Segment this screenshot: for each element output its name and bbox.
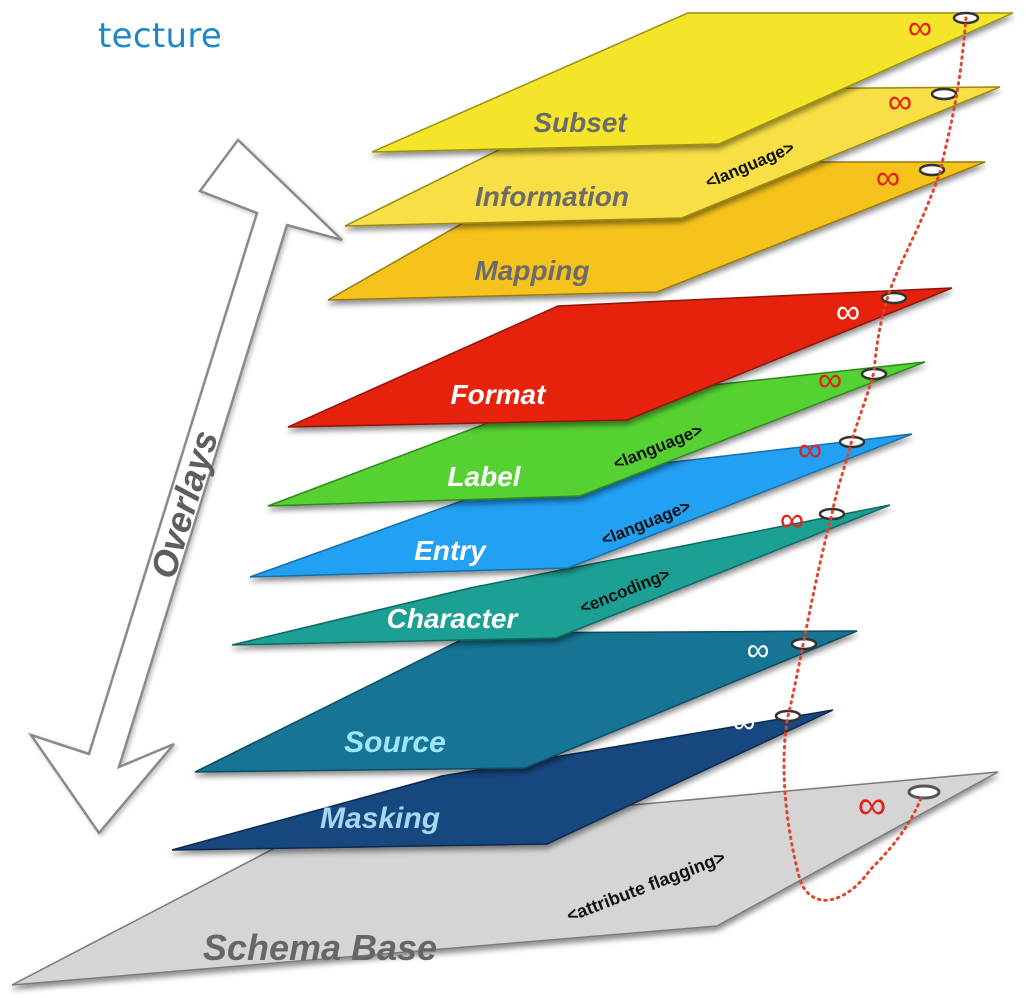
layer-mapping: Mapping ∞ — [327, 159, 986, 301]
layer-schema-base: Schema Base <attribute flagging> ∞ — [11, 771, 999, 986]
infinity-icon: ∞ — [747, 631, 770, 667]
link-thread — [782, 16, 968, 902]
infinity-icon: ∞ — [780, 501, 804, 539]
page-title: tecture — [98, 16, 223, 56]
infinity-icon: ∞ — [908, 9, 932, 47]
infinity-icon: ∞ — [836, 293, 860, 331]
layer-character: Character <encoding> ∞ — [231, 501, 891, 646]
layer-stack: Schema Base <attribute flagging> ∞ Maski… — [11, 9, 1014, 986]
link-group-schema-base: ∞ — [858, 784, 941, 828]
layer-subset: Subset ∞ — [371, 9, 1014, 153]
layer-plane-masking — [171, 709, 834, 851]
link-group-information: ∞ — [888, 83, 958, 121]
layer-label-information: Information — [475, 181, 629, 212]
layer-label-format: Format — [451, 379, 548, 410]
link-ring-icon — [930, 87, 958, 101]
overlays-label: Overlays — [142, 426, 226, 583]
link-group-subset: ∞ — [908, 9, 980, 47]
layer-label-schema-base: Schema Base — [203, 927, 437, 968]
layer-label-entry: Entry — [414, 535, 487, 566]
layer-plane-schema-base — [11, 771, 999, 986]
link-ring-icon — [880, 291, 908, 305]
link-group-mapping: ∞ — [876, 159, 946, 197]
layer-label-masking: Masking — [320, 802, 440, 835]
layer-plane-subset — [371, 12, 1014, 153]
layer-plane-format — [287, 287, 953, 428]
layer-label-character: Character — [387, 603, 520, 634]
overlays-arrow — [27, 138, 343, 836]
layer-plane-character — [231, 504, 891, 646]
layer-label-subset: Subset — [533, 107, 628, 138]
infinity-icon: ∞ — [876, 159, 900, 197]
layer-plane-information — [344, 86, 1001, 227]
layer-plane-label — [267, 361, 926, 507]
layer-masking: Masking ∞ — [171, 703, 834, 851]
infinity-icon: ∞ — [888, 83, 912, 121]
layer-label-source: Source — [344, 726, 446, 759]
infinity-icon: ∞ — [818, 361, 842, 399]
link-group-source: ∞ — [747, 631, 818, 667]
infinity-icon: ∞ — [858, 784, 887, 828]
layer-source: Source ∞ — [194, 630, 858, 773]
infinity-icon: ∞ — [798, 431, 822, 469]
layer-plane-mapping — [327, 161, 986, 301]
layer-label-mapping: Mapping — [474, 255, 589, 286]
link-ring-icon — [907, 784, 941, 800]
layer-format: Format ∞ — [287, 287, 953, 428]
link-group-format: ∞ — [836, 291, 908, 331]
layer-label: Label <language> ∞ — [267, 361, 926, 507]
layer-information: Information <language> ∞ — [344, 83, 1001, 227]
layer-plane-entry — [249, 433, 913, 578]
link-ring-icon — [918, 163, 946, 177]
layer-plane-source — [194, 630, 858, 773]
layer-label-label: Label — [447, 461, 521, 492]
infinity-icon: ∞ — [733, 703, 756, 739]
